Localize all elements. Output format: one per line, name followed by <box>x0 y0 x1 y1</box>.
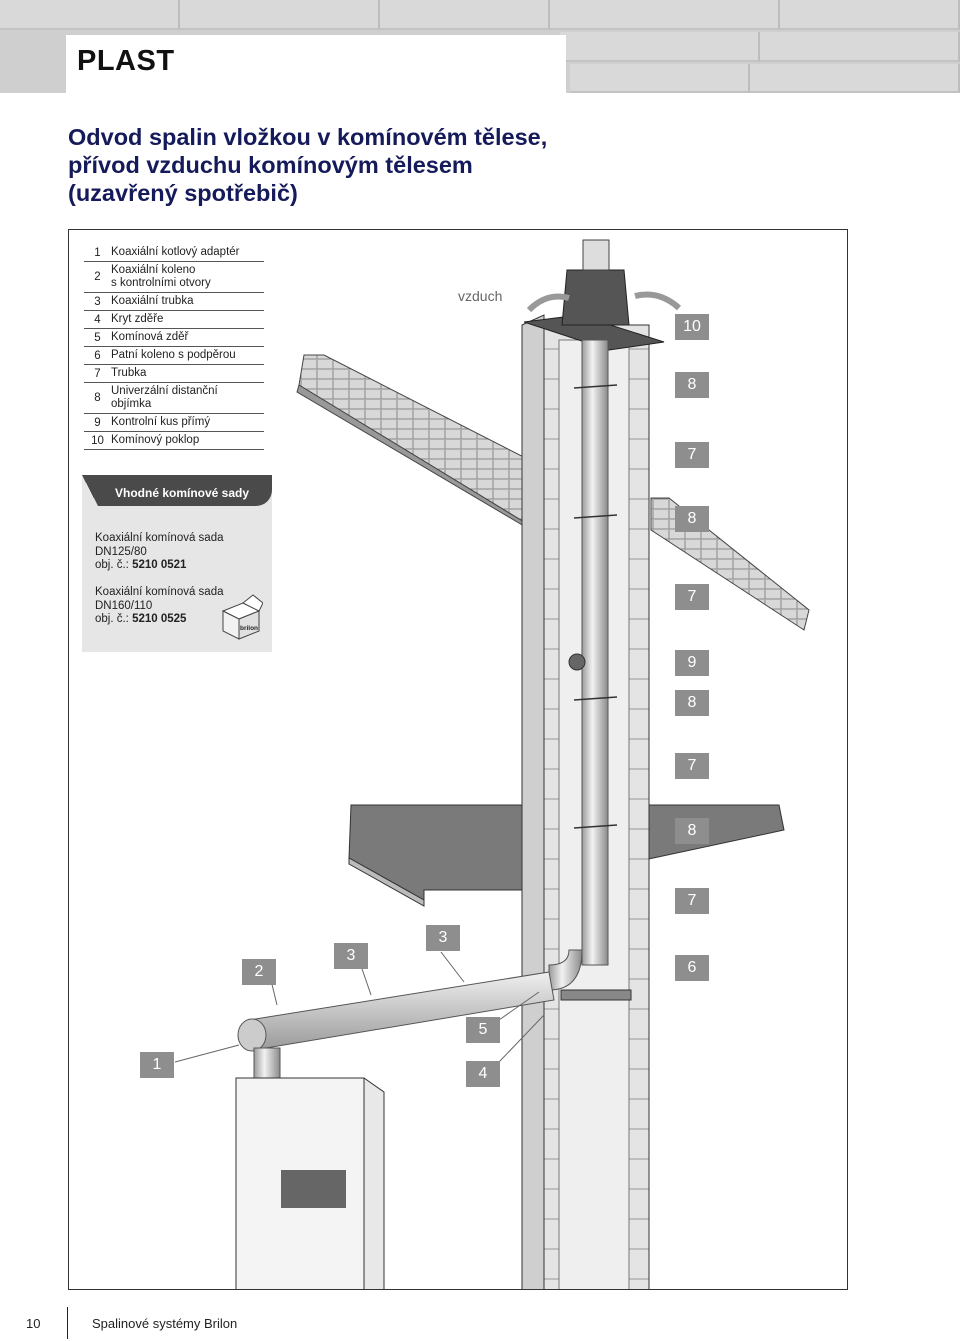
legend-num: 1 <box>94 246 101 259</box>
legend-num: 6 <box>94 349 101 362</box>
kit-size: DN125/80 <box>95 545 147 558</box>
footer-divider <box>67 1307 68 1339</box>
air-label: vzduch <box>458 288 503 304</box>
kit-order-number: 5210 0525 <box>132 613 187 625</box>
section-tab: PLAST <box>66 35 566 93</box>
section-title: PLAST <box>77 45 175 77</box>
callout-label: 7 <box>675 442 709 468</box>
legend-label: Koaxiální trubka <box>111 295 194 307</box>
callout-label: 4 <box>466 1061 500 1087</box>
heading-line-1: Odvod spalin vložkou v komínovém tělese, <box>68 124 548 150</box>
legend-row: 9 Kontrolní kus přímý <box>84 414 264 432</box>
legend-label: Kontrolní kus přímý <box>111 416 211 428</box>
legend-row: 2 Koaxiální koleno s kontrolními otvory <box>84 262 264 293</box>
legend-label: Koaxiální kotlový adaptér <box>111 246 240 258</box>
kit-item: Koaxiální komínová sada DN160/110 obj. č… <box>95 586 224 627</box>
callout-label: 8 <box>675 818 709 844</box>
kit-size: DN160/110 <box>95 599 153 612</box>
parts-legend: 1 Koaxiální kotlový adaptér 2 Koaxiální … <box>84 244 264 450</box>
callout-label: 10 <box>675 314 709 340</box>
callout-label: 3 <box>426 925 460 951</box>
callout-label: 7 <box>675 753 709 779</box>
legend-label: Univerzální distanční objímka <box>111 385 218 410</box>
legend-row: 1 Koaxiální kotlový adaptér <box>84 244 264 262</box>
legend-num: 2 <box>94 271 101 283</box>
callout-label: 9 <box>675 650 709 676</box>
callout-label: 8 <box>675 690 709 716</box>
header-band: PLAST <box>0 0 960 93</box>
legend-label: Patní koleno s podpěrou <box>111 349 236 361</box>
legend-num: 5 <box>94 331 101 344</box>
legend-row: 5 Komínová zděř <box>84 329 264 347</box>
legend-label: Komínová zděř <box>111 331 189 343</box>
callout-label: 5 <box>466 1017 500 1043</box>
kits-box: Vhodné komínové sady Koaxiální komínová … <box>82 475 272 652</box>
kit-name: Koaxiální komínová sada <box>95 532 224 544</box>
box-icon: brilon <box>221 594 263 640</box>
callout-label: 7 <box>675 584 709 610</box>
heading-line-3: (uzavřený spotřebič) <box>68 180 298 206</box>
callout-label: 2 <box>242 959 276 985</box>
legend-label: Kryt zděře <box>111 313 164 325</box>
legend-num: 9 <box>94 416 101 429</box>
legend-row: 7 Trubka <box>84 365 264 383</box>
legend-label: Koaxiální koleno s kontrolními otvory <box>111 264 211 289</box>
callout-label: 8 <box>675 506 709 532</box>
kit-item: Koaxiální komínová sada DN125/80 obj. č.… <box>95 532 224 573</box>
callout-label: 6 <box>675 955 709 981</box>
kit-order-prefix: obj. č.: <box>95 559 129 571</box>
callout-label: 1 <box>140 1052 174 1078</box>
kits-title: Vhodné komínové sady <box>82 475 272 506</box>
legend-row: 3 Koaxiální trubka <box>84 293 264 311</box>
kit-name: Koaxiální komínová sada <box>95 586 224 598</box>
legend-row: 10 Komínový poklop <box>84 432 264 450</box>
legend-num: 8 <box>94 392 101 404</box>
legend-num: 4 <box>94 313 101 326</box>
box-logo: brilon <box>240 625 258 632</box>
callout-label: 7 <box>675 888 709 914</box>
legend-num: 10 <box>91 434 104 447</box>
kit-order-prefix: obj. č.: <box>95 613 129 625</box>
callout-label: 3 <box>334 943 368 969</box>
legend-label: Trubka <box>111 367 147 379</box>
legend-row: 4 Kryt zděře <box>84 311 264 329</box>
heading-line-2: přívod vzduchu komínovým tělesem <box>68 152 473 178</box>
callout-label: 8 <box>675 372 709 398</box>
legend-row: 8 Univerzální distanční objímka <box>84 383 264 414</box>
legend-row: 6 Patní koleno s podpěrou <box>84 347 264 365</box>
footer-text: Spalinové systémy Brilon <box>92 1316 238 1331</box>
legend-num: 3 <box>94 295 101 308</box>
page-number: 10 <box>26 1316 41 1331</box>
page-heading: Odvod spalin vložkou v komínovém tělese,… <box>68 123 628 207</box>
legend-label: Komínový poklop <box>111 434 200 446</box>
installation-figure: vzduch 1 Koaxiální kotlový adaptér 2 Koa… <box>68 229 848 1290</box>
legend-num: 7 <box>94 367 101 380</box>
kit-order-number: 5210 0521 <box>132 559 187 571</box>
